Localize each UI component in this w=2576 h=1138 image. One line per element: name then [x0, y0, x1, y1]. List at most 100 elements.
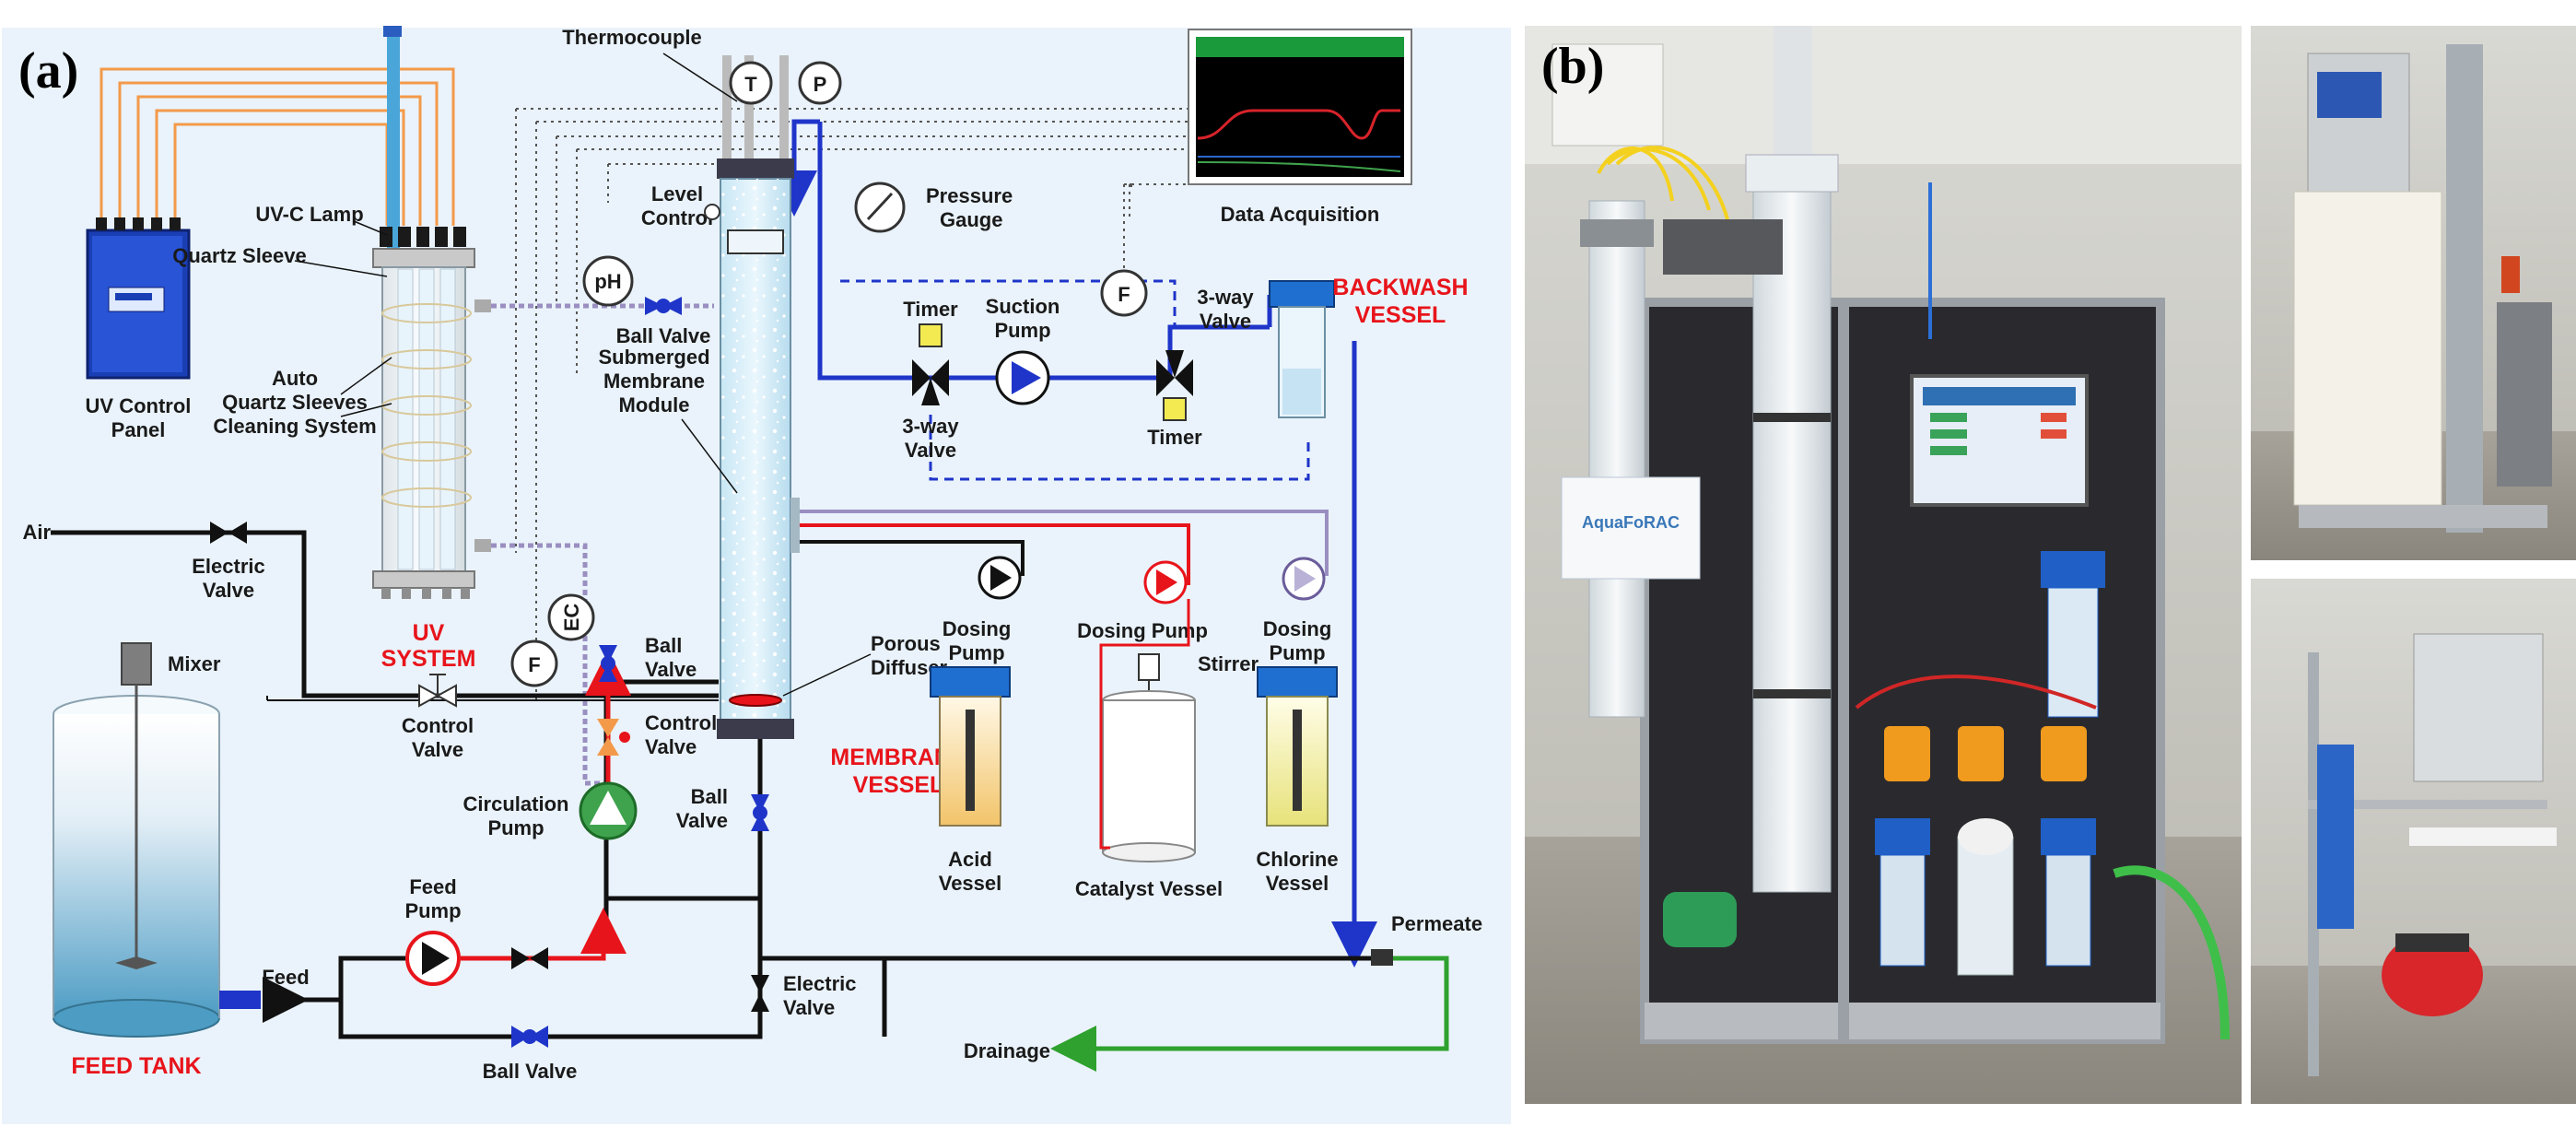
- electric-valve-drain: [751, 975, 769, 1012]
- pressure-gauge-label-2: Gauge: [940, 208, 1002, 231]
- timer-right-label: Timer: [1147, 426, 1202, 449]
- auto-quartz-label-2: Quartz Sleeves: [222, 391, 368, 414]
- quartz-sleeve-label: Quartz Sleeve: [172, 244, 307, 267]
- timer-left-label: Timer: [903, 298, 958, 321]
- flow-sensor-right-label: F: [1118, 283, 1130, 306]
- acid-dosing-label-2: Pump: [948, 641, 1004, 664]
- circulation-pump-label-1: Circulation: [463, 792, 569, 815]
- permeate-label: Permeate: [1391, 912, 1482, 935]
- acid-vessel-label-1: Acid: [948, 848, 992, 871]
- feed-pump-label-2: Pump: [404, 899, 461, 922]
- sign-text: AquaFoRAC: [1582, 513, 1680, 532]
- ball-valve-mid-label-1: Ball: [645, 634, 682, 657]
- acid-dosing-label-1: Dosing: [943, 617, 1012, 640]
- uv-system-label-2: SYSTEM: [381, 646, 476, 672]
- ball-valve-bottom-label-1: Ball: [691, 785, 728, 808]
- pressure-sensor: [798, 61, 842, 105]
- feed-tank-label: FEED TANK: [71, 1053, 201, 1079]
- acid-vessel-label-2: Vessel: [939, 872, 1002, 895]
- flow-sensor-left-label: F: [528, 653, 540, 676]
- main-photo: AquaFoRAC: [1525, 26, 2242, 1104]
- feed-check-valve: [511, 947, 548, 969]
- ball-valve-bottom: [751, 794, 769, 831]
- thermocouple-label: Thermocouple: [562, 26, 702, 49]
- catalyst-dosing-label: Dosing Pump: [1077, 619, 1208, 642]
- acid-dosing-pump: [978, 556, 1022, 600]
- ball-valve-bottom-label-2: Valve: [676, 809, 728, 832]
- porous-diffuser-label-1: Porous: [871, 632, 941, 655]
- feed-label: Feed: [262, 966, 309, 989]
- level-control-label-2: Control: [641, 206, 713, 229]
- chlorine-vessel-label-1: Chlorine: [1256, 848, 1338, 871]
- catalyst-vessel-label: Catalyst Vessel: [1075, 877, 1223, 900]
- ph-sensor-label: pH: [594, 270, 621, 293]
- drain-line: [760, 956, 1382, 1037]
- process-schematic: (a) UV Control: [2, 26, 1511, 1124]
- ball-valve-mid: [599, 645, 617, 682]
- chlorine-dosing-pump: [1282, 557, 1326, 601]
- level-control-label-1: Level: [651, 182, 703, 205]
- uvc-lamp-label: UV-C Lamp: [255, 203, 363, 226]
- control-valve-air-label-1: Control: [402, 714, 474, 737]
- drainage-green-line: [1050, 956, 1449, 1072]
- chlorine-dosing-line: [797, 510, 1329, 576]
- auto-quartz-label-3: Cleaning System: [213, 415, 376, 438]
- uv-control-label-1: UV Control: [86, 394, 192, 417]
- control-valve-air: [418, 674, 457, 708]
- acid-dosing-line: [797, 540, 1025, 576]
- timer-left: [919, 323, 943, 347]
- uv-panel-wires: [100, 67, 455, 226]
- electric-valve-air-label-1: Electric: [192, 555, 265, 578]
- panel-b-letter: (b): [1541, 38, 1604, 95]
- backwash-label-2: VESSEL: [1355, 302, 1446, 328]
- ball-valve-top: [645, 297, 682, 315]
- drainage-label: Drainage: [964, 1039, 1050, 1062]
- membrane-vessel: [717, 55, 800, 739]
- air-label: Air: [22, 521, 51, 544]
- chlorine-dosing-label-2: Pump: [1269, 641, 1325, 664]
- electric-valve-drain-label-1: Electric: [783, 972, 857, 995]
- data-acquisition-label: Data Acquisition: [1221, 203, 1380, 226]
- control-valve-air-label-2: Valve: [412, 738, 463, 761]
- backwash-label-1: BACKWASH: [1332, 275, 1468, 300]
- electric-valve-drain-label-2: Valve: [783, 996, 835, 1019]
- uv-control-panel: [86, 217, 191, 380]
- three-way-valve-right: [1156, 350, 1193, 396]
- data-acquisition-screen: [1188, 29, 1412, 185]
- circulation-pump-label-2: Pump: [487, 816, 544, 839]
- catalyst-dosing-line: [797, 523, 1190, 585]
- backwash-line: [840, 279, 1310, 481]
- uv-control-label-2: Panel: [111, 418, 166, 441]
- temperature-sensor: [729, 61, 773, 105]
- ball-valve-mid-label-2: Valve: [645, 658, 697, 681]
- membrane-vessel-label-2: VESSEL: [853, 772, 944, 798]
- electric-valve-air-label-2: Valve: [203, 579, 254, 602]
- uv-system-label-1: UV: [413, 620, 445, 646]
- ball-valve-top-label: Ball Valve: [616, 324, 711, 347]
- uv-system-reactor: [372, 26, 491, 599]
- chlorine-vessel-label-2: Vessel: [1266, 872, 1329, 895]
- auto-quartz-label-1: Auto: [272, 367, 318, 390]
- submerged-label-2: Membrane: [603, 370, 705, 393]
- stirrer-label: Stirrer: [1198, 652, 1259, 675]
- catalyst-vessel: [1099, 599, 1196, 862]
- submerged-label-1: Submerged: [598, 346, 709, 369]
- feed-tank: [53, 642, 261, 1038]
- control-valve-orange-label-2: Valve: [645, 735, 697, 758]
- ec-sensor: [547, 593, 595, 641]
- three-way-valve-left: [912, 359, 949, 405]
- top-right-photo: [2251, 26, 2576, 560]
- ball-valve-feed: [511, 1026, 548, 1048]
- control-valve-orange-label-1: Control: [645, 711, 717, 734]
- pressure-gauge-label-1: Pressure: [926, 184, 1013, 207]
- backwash-vessel: [1269, 280, 1335, 418]
- suction-pump-label-1: Suction: [986, 295, 1060, 318]
- signal-lines: [515, 108, 1188, 700]
- ec-sensor-label: EC: [560, 604, 583, 632]
- flow-sensor-right: [1100, 269, 1148, 317]
- ph-sensor: [582, 255, 634, 307]
- bottom-right-photo: [2251, 579, 2576, 1104]
- feed-pump-label-1: Feed: [409, 875, 456, 898]
- ball-valve-feed-label: Ball Valve: [483, 1060, 578, 1083]
- acid-vessel: [930, 666, 1011, 827]
